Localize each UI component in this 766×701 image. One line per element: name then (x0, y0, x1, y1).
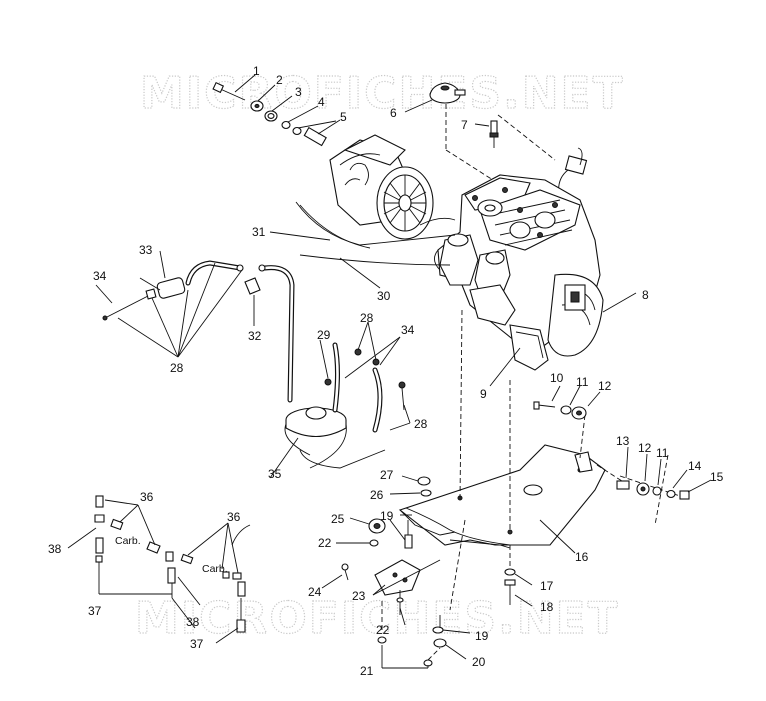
callout-28c: 28 (414, 417, 428, 431)
callout-34a: 34 (93, 269, 107, 283)
callout-35: 35 (268, 467, 282, 481)
callout-12b: 12 (638, 441, 652, 455)
carb-note-1: Carb. (115, 535, 141, 547)
callout-11b: 11 (656, 446, 669, 460)
throttle-cables (295, 201, 456, 266)
callout-27: 27 (380, 468, 394, 482)
mount-hardware (533, 385, 712, 500)
bolt-stack (212, 74, 341, 147)
watermark-top: MICROFICHES.NET (140, 68, 625, 119)
callout-37b: 37 (190, 637, 204, 651)
callout-labels: 1 2 3 4 5 6 7 8 9 10 11 12 13 12 11 14 1… (48, 64, 724, 678)
leader-lines (159, 231, 637, 629)
callout-29: 29 (317, 328, 331, 342)
callout-38a: 38 (48, 542, 62, 556)
callout-26: 26 (370, 488, 384, 502)
callout-3: 3 (295, 85, 302, 99)
carb-note-2: Carb. (202, 563, 228, 575)
callout-25: 25 (331, 512, 345, 526)
callout-23: 23 (352, 589, 366, 603)
callout-7: 7 (461, 118, 468, 132)
bracket-hardware (321, 475, 533, 669)
callout-34b: 34 (401, 323, 415, 337)
fuel-line-fittings (67, 495, 251, 644)
callout-14: 14 (688, 459, 702, 473)
callout-13: 13 (616, 434, 630, 448)
engine-assembly (434, 174, 604, 371)
callout-2: 2 (276, 73, 283, 87)
callout-9: 9 (480, 387, 487, 401)
recoil-cap (404, 82, 466, 113)
callout-19a: 19 (380, 509, 394, 523)
callout-30: 30 (377, 289, 391, 303)
callout-32: 32 (248, 329, 262, 343)
callout-8: 8 (642, 288, 649, 302)
spark-plug-lead (558, 147, 589, 266)
callout-33: 33 (139, 243, 153, 257)
callout-15: 15 (710, 470, 724, 484)
callout-36a: 36 (140, 490, 154, 504)
callout-36b: 36 (227, 510, 241, 524)
callout-16: 16 (575, 550, 589, 564)
callout-22b: 22 (376, 623, 390, 637)
fuel-pump (269, 321, 411, 479)
callout-19b: 19 (475, 629, 489, 643)
callout-28a: 28 (170, 361, 184, 375)
callout-20: 20 (472, 655, 486, 669)
engine-mount-plate (398, 309, 687, 570)
callout-6: 6 (390, 106, 397, 120)
fuel-filter-assembly (95, 260, 295, 403)
callout-4: 4 (318, 95, 325, 109)
callout-10: 10 (550, 371, 564, 385)
callout-21: 21 (360, 664, 374, 678)
callout-11a: 11 (576, 375, 589, 389)
callout-38b: 38 (186, 615, 200, 629)
callout-5: 5 (340, 110, 347, 124)
callout-31: 31 (252, 225, 266, 239)
callout-18: 18 (540, 600, 554, 614)
callout-17: 17 (540, 579, 554, 593)
callout-1: 1 (253, 64, 260, 78)
callout-12a: 12 (598, 379, 612, 393)
callout-22a: 22 (318, 536, 332, 550)
watermark-bottom: MICROFICHES.NET (135, 593, 620, 644)
callout-37a: 37 (88, 604, 102, 618)
callout-28b: 28 (360, 311, 374, 325)
drive-clutch (329, 134, 434, 240)
callout-24: 24 (308, 585, 322, 599)
